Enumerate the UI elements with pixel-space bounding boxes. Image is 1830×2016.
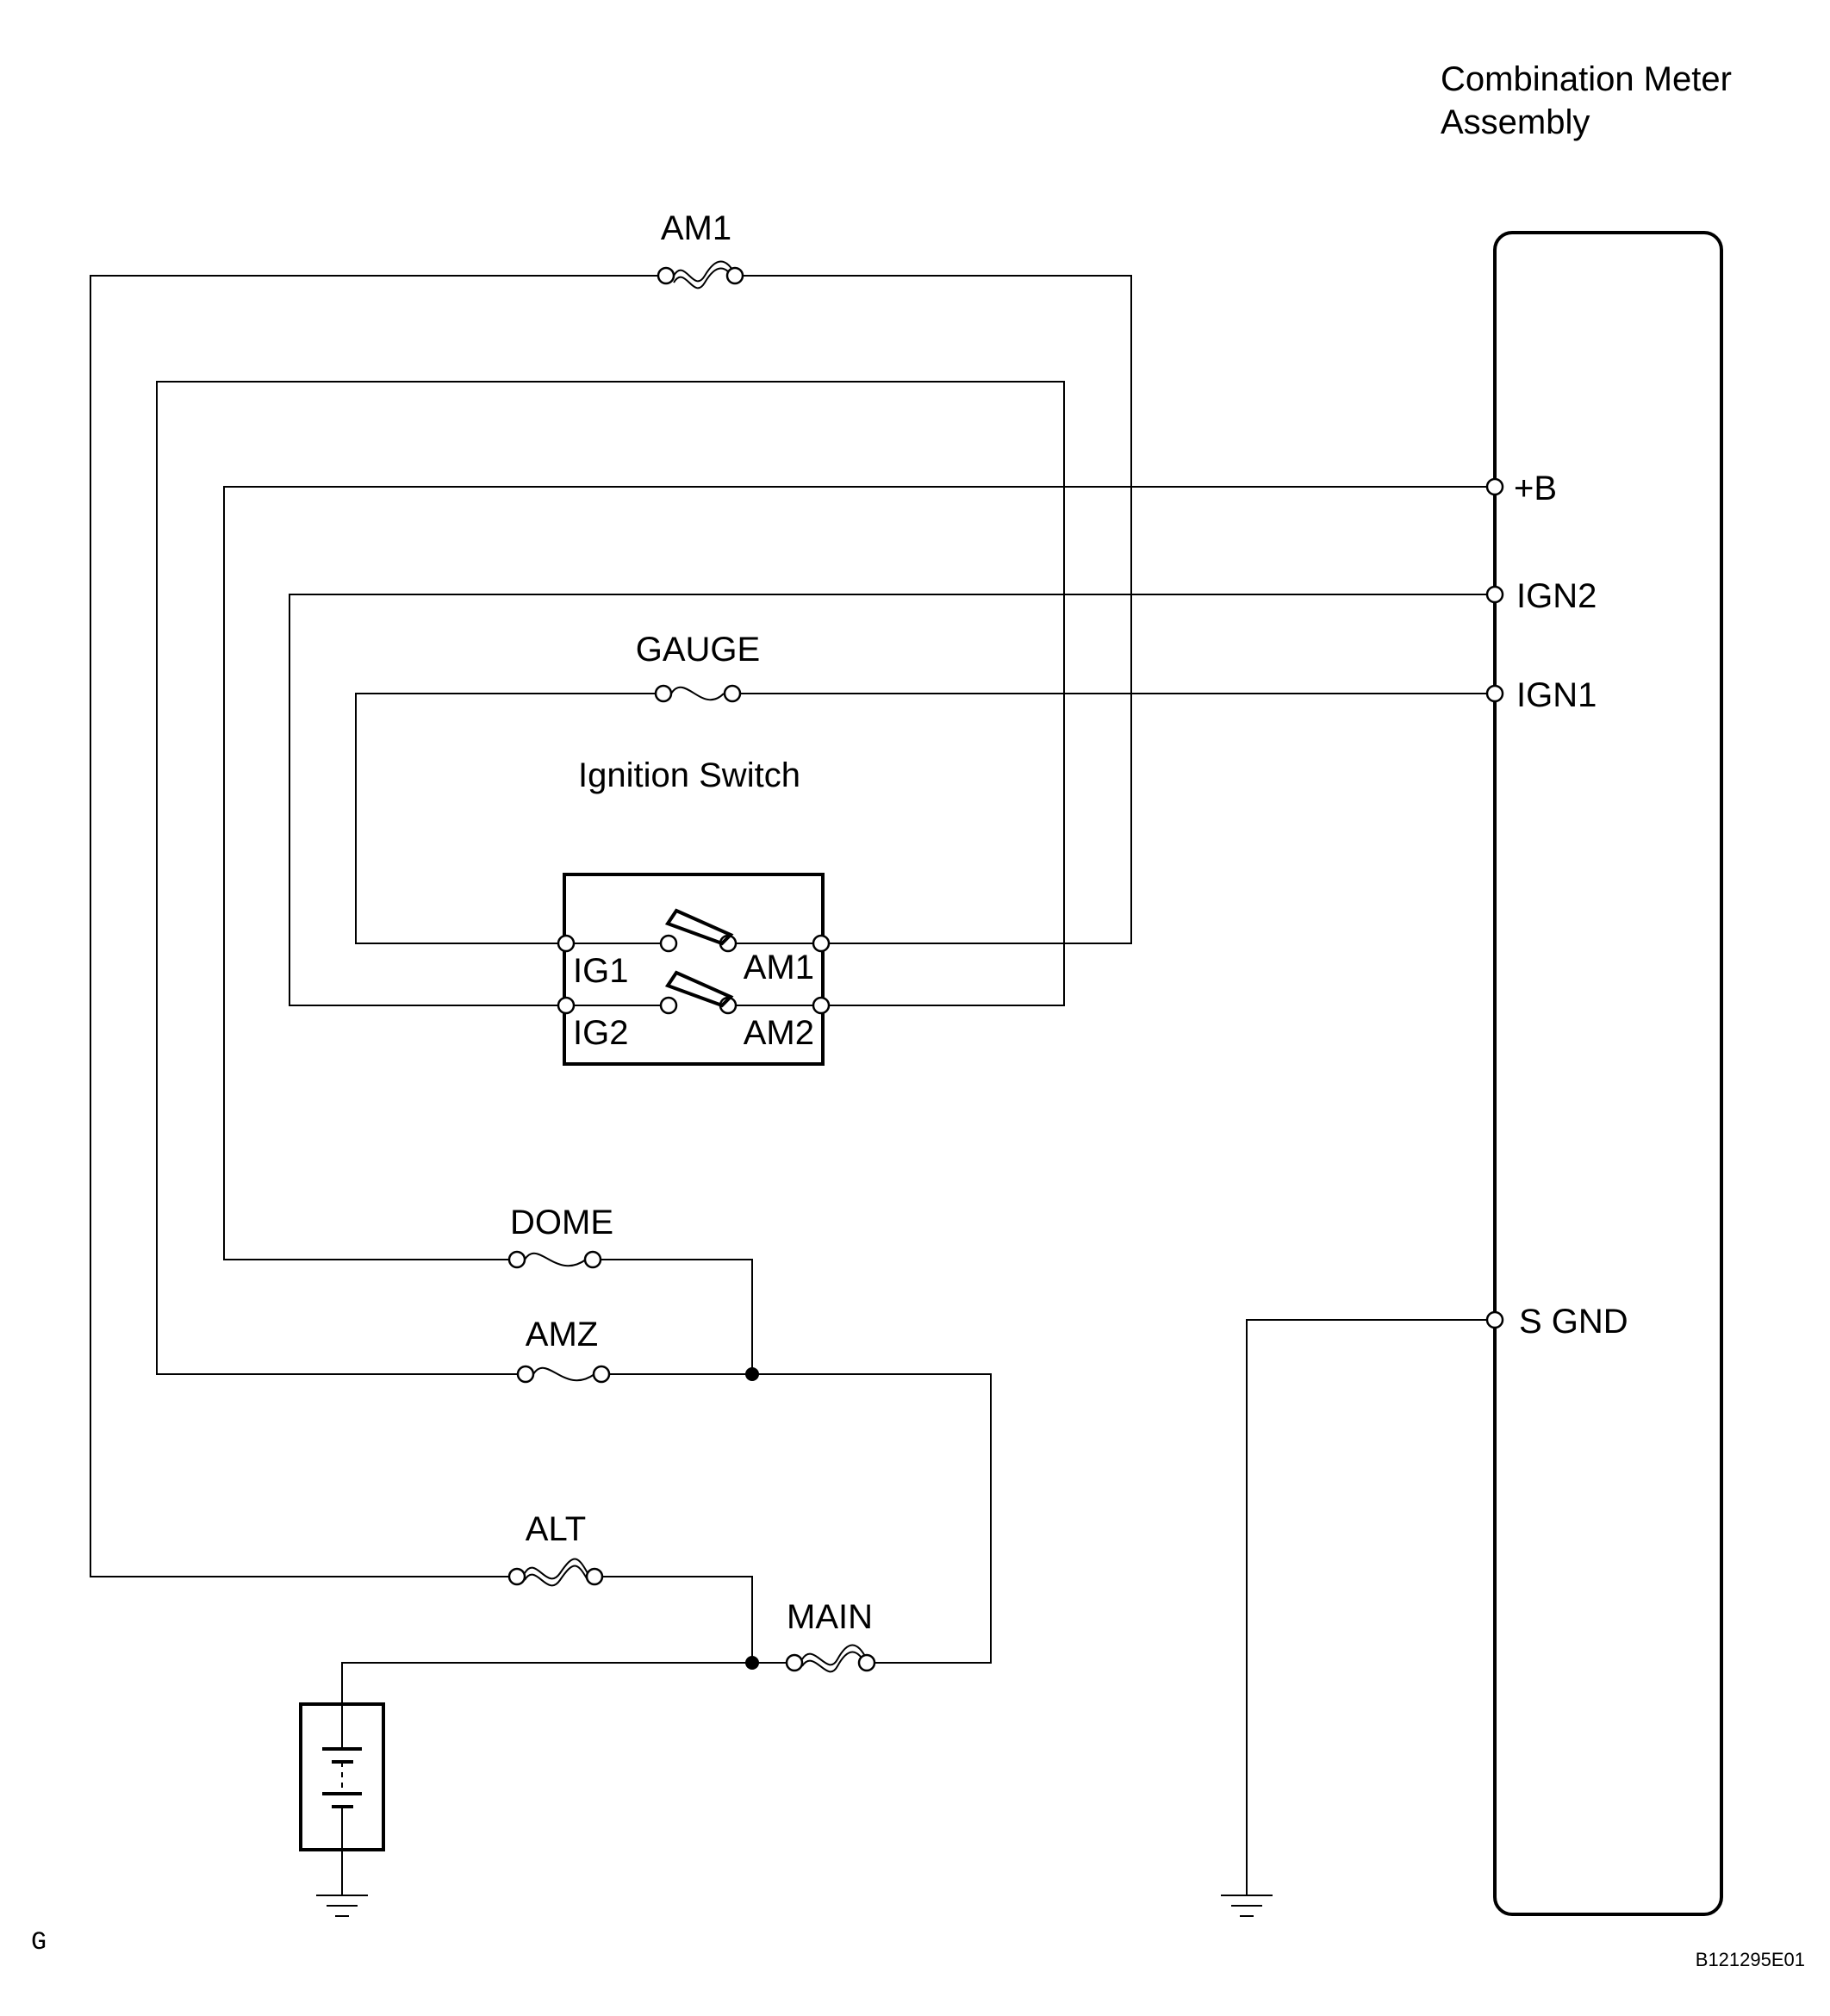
wire-am1-loop bbox=[90, 275, 1132, 1577]
switch-terminal-am1: AM1 bbox=[744, 949, 814, 986]
fuse-gauge: GAUGE bbox=[636, 631, 760, 703]
wire-ign1 bbox=[355, 693, 1495, 944]
meter-terminal-sgnd: S GND bbox=[1519, 1303, 1628, 1341]
combination-meter-assembly: Combination Meter Assembly +B IGN2 IGN1 … bbox=[1441, 60, 1732, 1916]
wire-alt bbox=[594, 1576, 753, 1663]
wire-ign2 bbox=[289, 594, 1495, 1006]
switch-terminal-ig2: IG2 bbox=[573, 1014, 628, 1052]
fuse-am1: AM1 bbox=[657, 209, 744, 289]
wire-sgnd bbox=[1246, 1319, 1495, 1895]
wires bbox=[90, 275, 1495, 1895]
fuse-label: AMZ bbox=[526, 1316, 598, 1353]
junction-dot bbox=[745, 1367, 759, 1381]
fuse-label: ALT bbox=[526, 1510, 586, 1548]
ignition-switch: Ignition Switch IG1 AM1 IG2 AM2 bbox=[557, 756, 831, 1066]
fuse-label: GAUGE bbox=[636, 631, 760, 669]
switch-terminal-am2: AM2 bbox=[744, 1014, 814, 1052]
battery-box bbox=[299, 1702, 385, 1851]
ignition-switch-title: Ignition Switch bbox=[578, 756, 800, 794]
switch-contact-blade bbox=[664, 970, 734, 1008]
wire-battery-feed bbox=[341, 1662, 794, 1704]
junction-dot bbox=[745, 1656, 759, 1670]
ground-icon bbox=[1221, 1895, 1273, 1917]
footer-left-code: G bbox=[31, 1928, 47, 1957]
figure-id: B121295E01 bbox=[1696, 1949, 1805, 1970]
wire-plus-b bbox=[223, 486, 1495, 1374]
fuse-label: DOME bbox=[510, 1204, 613, 1241]
ignition-switch-box bbox=[563, 873, 825, 1066]
fuse-dome: DOME bbox=[507, 1204, 613, 1269]
ground-icon bbox=[316, 1895, 368, 1917]
fuse-label: MAIN bbox=[787, 1598, 873, 1636]
fuse-alt: ALT bbox=[507, 1510, 604, 1587]
meter-title-line1: Combination Meter bbox=[1441, 60, 1732, 98]
meter-terminal-ign2: IGN2 bbox=[1516, 577, 1597, 615]
wire-am2-loop bbox=[156, 381, 1065, 1375]
meter-terminal-ign1: IGN1 bbox=[1516, 676, 1597, 714]
fuse-amz: AMZ bbox=[516, 1316, 611, 1384]
meter-terminal-b: +B bbox=[1514, 470, 1557, 507]
meter-box bbox=[1493, 231, 1723, 1916]
wire-amz-main bbox=[601, 1373, 992, 1664]
fuse-label: AM1 bbox=[661, 209, 731, 247]
switch-terminal-ig1: IG1 bbox=[573, 952, 628, 990]
meter-title-line2: Assembly bbox=[1441, 103, 1590, 141]
fuse-main: MAIN bbox=[785, 1598, 876, 1673]
switch-contact-blade bbox=[664, 908, 734, 946]
battery bbox=[299, 1702, 385, 1851]
